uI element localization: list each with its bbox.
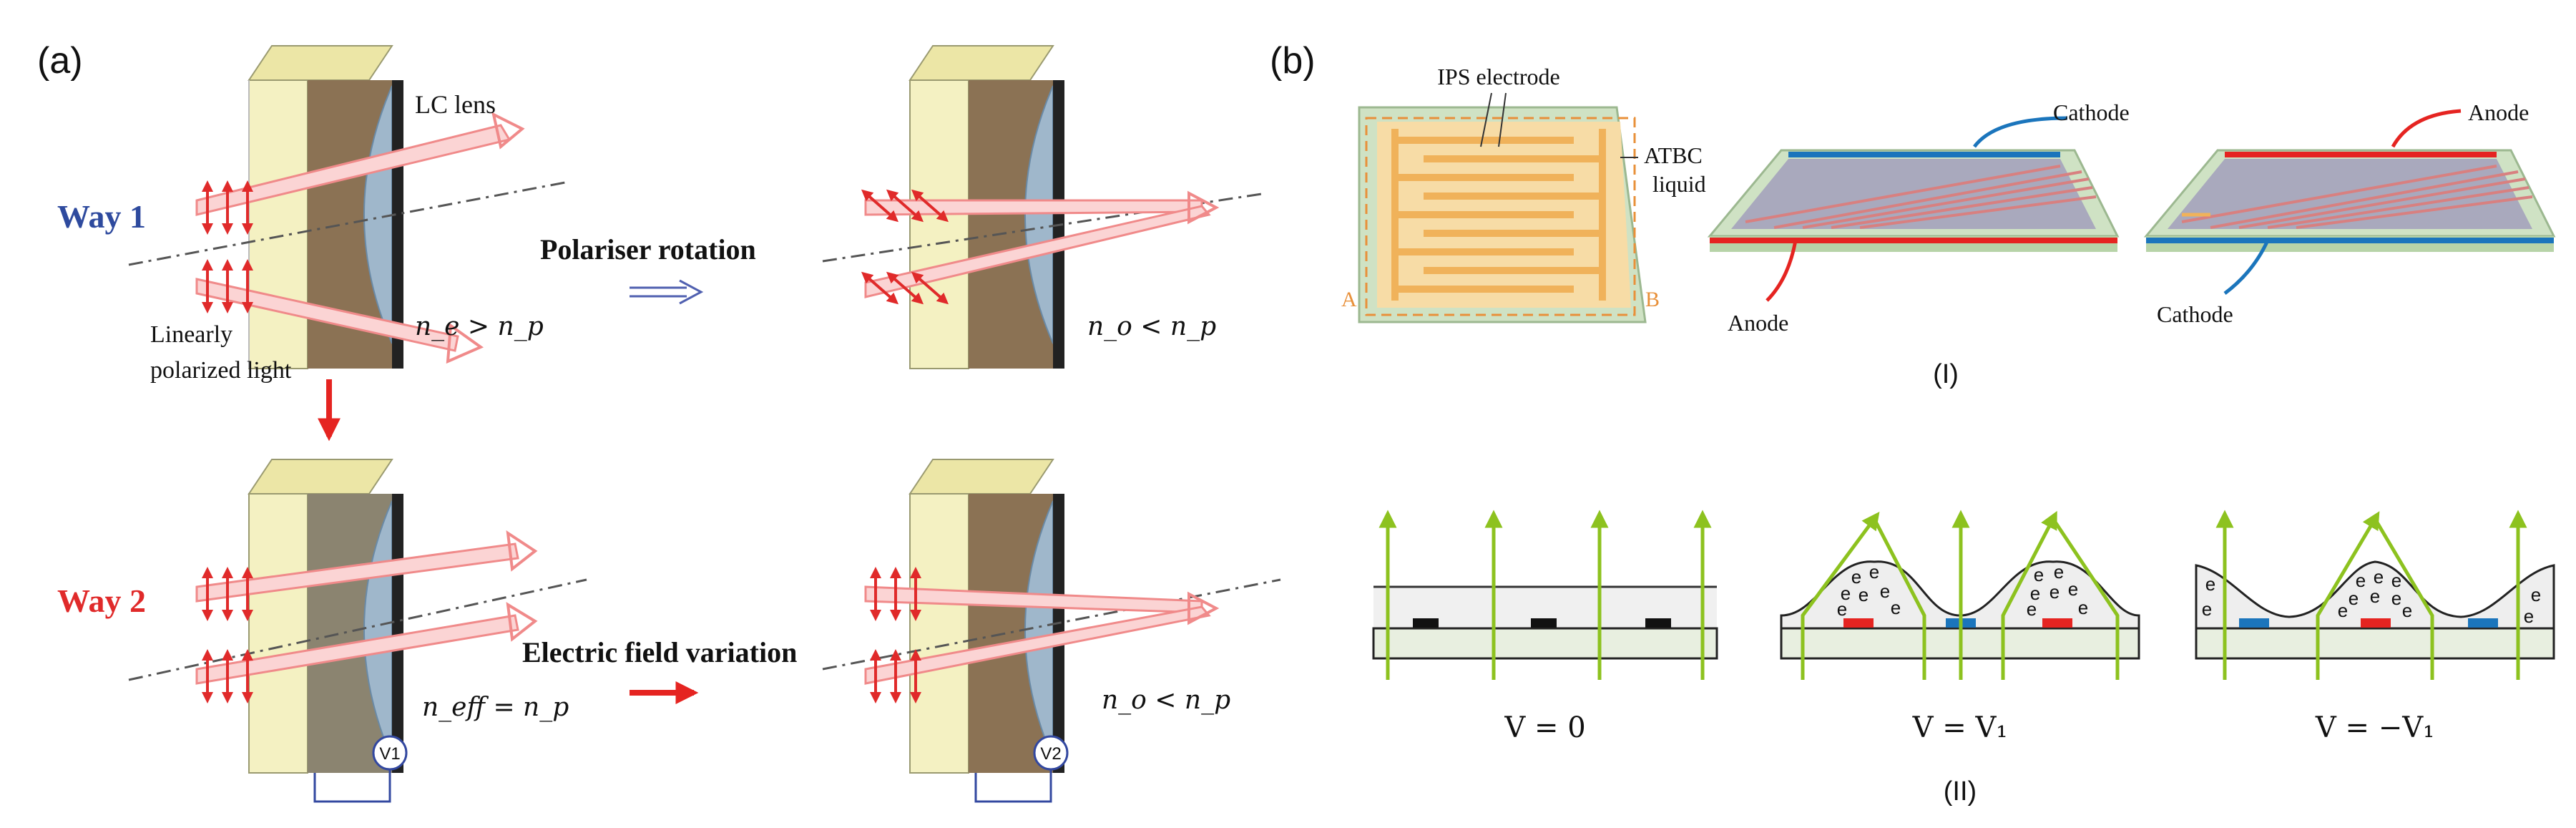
polarization-arrows-way1-rotated	[861, 189, 949, 305]
polariser-rotation-label: Polariser rotation	[540, 233, 756, 266]
panel-b-label: (b)	[1270, 40, 1316, 82]
electron: e	[2338, 600, 2348, 621]
electron: e	[2391, 588, 2401, 609]
linearly-label: Linearly	[150, 321, 232, 348]
v-neg-label: V = −V₁	[2315, 711, 2434, 744]
lc-lens-label: LC lens	[415, 90, 496, 119]
polarization-arrows-way1	[202, 180, 253, 313]
electron: e	[2374, 566, 2384, 588]
electron: e	[2068, 578, 2078, 600]
electron: e	[2034, 564, 2044, 585]
electron: e	[1851, 566, 1861, 588]
electron: e	[1837, 598, 1847, 620]
eq-neff-np: n_eff = n_p	[422, 693, 569, 722]
electron: e	[2524, 605, 2534, 627]
electron: e	[2202, 598, 2212, 620]
voltage-source-v2: V2	[974, 735, 1069, 803]
section-I-label: (I)	[1933, 359, 1959, 389]
v1-label: V1	[379, 744, 400, 764]
optical-axis-way1	[128, 181, 566, 266]
eq-ne-np: n_e > n_p	[415, 312, 544, 341]
electron: e	[1858, 584, 1869, 605]
polarization-arrows-way2-right	[870, 567, 921, 703]
device-cathode-front	[2143, 109, 2556, 295]
cross-section-vneg: e e e e e e e e e e e e	[2195, 510, 2555, 680]
v-zero-label: V = 0	[1504, 711, 1585, 744]
electron: e	[2030, 583, 2040, 604]
cathode-top-label: Cathode	[2053, 99, 2130, 125]
electron: e	[2054, 561, 2064, 583]
polarized-light-label: polarized light	[150, 357, 292, 384]
lc-cell-way2-left	[248, 459, 403, 774]
way1-label: Way 1	[57, 198, 146, 235]
parallel-beams-way2	[195, 530, 538, 685]
section-II-label: (II)	[1944, 776, 1977, 807]
ips-electrode-label: IPS electrode	[1437, 64, 1560, 89]
eq-no-np-top: n_o < n_p	[1087, 312, 1216, 341]
hollow-arrow-rotation	[630, 279, 704, 305]
electron: e	[2049, 581, 2060, 603]
electron: e	[2027, 598, 2037, 620]
electron: e	[2391, 570, 2401, 591]
liquid-label: liquid	[1652, 171, 1706, 197]
electron: e	[2402, 600, 2412, 621]
eq-no-np-bottom: n_o < n_p	[1102, 686, 1230, 715]
polarization-arrows-way2	[202, 567, 253, 703]
lc-lens-beams-way1	[195, 112, 525, 364]
electron: e	[1841, 583, 1851, 604]
electric-field-variation-label: Electric field variation	[522, 636, 797, 668]
lc-cell-way2-right	[909, 459, 1064, 774]
ips-device	[1358, 92, 1647, 323]
electron: e	[2349, 588, 2359, 609]
electron: e	[2078, 597, 2088, 618]
terminal-a-label: A	[1341, 288, 1357, 311]
voltage-source-v1: V1	[313, 735, 408, 803]
v-pos-label: V = V₁	[1912, 711, 2008, 744]
device-anode-front	[1707, 116, 2120, 302]
anode-top-label: Anode	[2468, 99, 2529, 125]
focusing-beams-way2	[864, 585, 1220, 685]
anode-mid-label: Anode	[1728, 310, 1788, 336]
terminal-b-label: B	[1645, 288, 1660, 311]
cathode-bottom-label: Cathode	[2157, 301, 2233, 327]
electron: e	[1880, 580, 1890, 602]
electron: e	[2531, 584, 2541, 605]
cross-section-vpos: e e e e e e e e e e e e e e	[1780, 510, 2140, 680]
panel-a-label: (a)	[37, 40, 83, 82]
cross-section-v0	[1372, 510, 1718, 680]
electron: e	[2205, 573, 2215, 595]
electron: e	[1869, 561, 1879, 583]
v2-label: V2	[1040, 744, 1061, 764]
electron: e	[1891, 597, 1901, 618]
way2-label: Way 2	[57, 583, 146, 619]
electron: e	[2356, 570, 2366, 591]
electron: e	[2370, 585, 2380, 607]
atbc-label: ATBC	[1644, 142, 1703, 168]
